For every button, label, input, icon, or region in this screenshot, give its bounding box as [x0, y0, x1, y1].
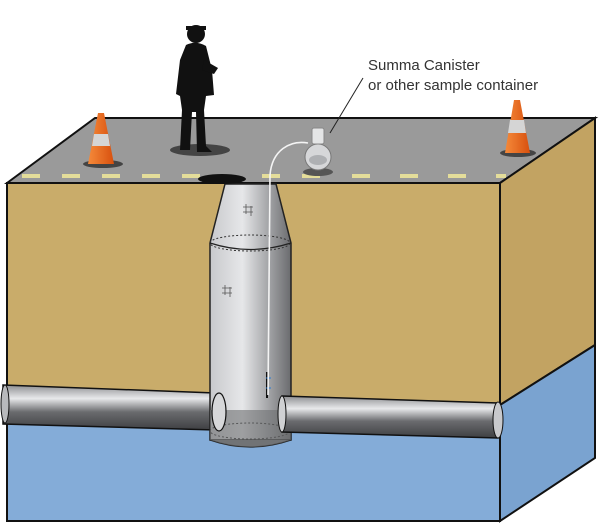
manhole-cover	[198, 174, 246, 184]
annotation-leader-line	[329, 77, 364, 134]
traffic-cone-left-icon	[83, 113, 123, 168]
label-line-1: Summa Canister	[368, 57, 480, 74]
right-sewer-pipe	[277, 395, 504, 439]
label-line-2: or other sample container	[368, 77, 539, 94]
sample-container-label: Summa Canister or other sample container	[368, 56, 538, 96]
summa-canister-icon	[303, 127, 333, 176]
left-sewer-pipe	[0, 384, 216, 431]
technician-silhouette-icon	[170, 25, 230, 156]
traffic-cone-right-icon	[500, 100, 536, 157]
manhole-shaft	[209, 183, 292, 448]
sample-tubing	[267, 141, 309, 396]
